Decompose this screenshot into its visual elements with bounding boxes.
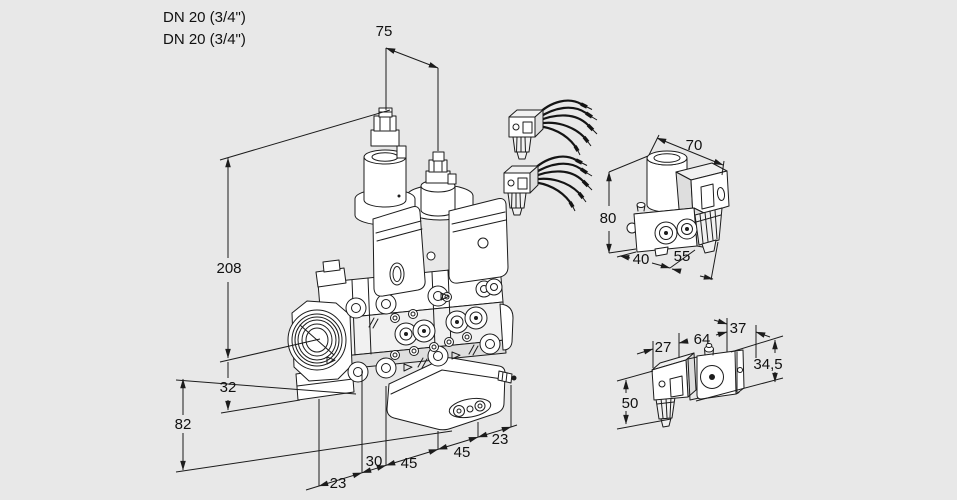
dim-label-50: 50 bbox=[622, 395, 639, 412]
dim-label-34-5: 34,5 bbox=[753, 356, 782, 373]
dim-label-208: 208 bbox=[216, 260, 241, 277]
dim-label-80: 80 bbox=[600, 210, 617, 227]
dim-label-23-left: 23 bbox=[330, 475, 347, 492]
coil-connector-box bbox=[675, 162, 730, 218]
dim-label-23-right: 23 bbox=[492, 431, 509, 448]
port-size-label-2: DN 20 (3/4") bbox=[163, 31, 246, 48]
pressure-regulator-box bbox=[386, 357, 517, 431]
pressure-switch-detail bbox=[616, 318, 784, 430]
switch-cable-gland bbox=[655, 396, 676, 428]
dim-label-27: 27 bbox=[655, 339, 672, 356]
dim-label-37: 37 bbox=[730, 320, 747, 337]
flow-direction-markers bbox=[326, 292, 461, 372]
dim-label-30: 30 bbox=[366, 453, 383, 470]
coil-base-block bbox=[626, 202, 709, 257]
switch-cylinder-body bbox=[696, 343, 745, 400]
pressure-test-ports bbox=[394, 306, 488, 346]
main-valve-illustration bbox=[287, 107, 517, 431]
dim-label-40: 40 bbox=[633, 251, 650, 268]
port-size-label-1: DN 20 (3/4") bbox=[163, 9, 246, 26]
valve-cover-front bbox=[372, 206, 426, 297]
dim-label-75: 75 bbox=[376, 23, 393, 40]
dim-label-64: 64 bbox=[694, 331, 711, 348]
solenoid-coil-detail bbox=[606, 134, 730, 281]
dim-label-55: 55 bbox=[674, 248, 691, 265]
dim-label-45-rear: 45 bbox=[454, 444, 471, 461]
dim-label-32: 32 bbox=[220, 379, 237, 396]
right-side-boss bbox=[499, 303, 514, 351]
actuator-tower-rear bbox=[406, 151, 474, 221]
main-dimensions bbox=[175, 47, 518, 491]
cable-connector-assembly-2 bbox=[502, 154, 594, 217]
body-screws bbox=[390, 251, 472, 360]
actuator-tower-front bbox=[354, 107, 416, 226]
inlet-flange bbox=[287, 259, 353, 382]
dim-label-82: 82 bbox=[175, 416, 192, 433]
coil-cable-gland bbox=[694, 207, 723, 254]
cable-connector-assembly-1 bbox=[507, 98, 599, 161]
dim-label-45-front: 45 bbox=[401, 455, 418, 472]
dim-label-70: 70 bbox=[686, 137, 703, 154]
switch-connector-box bbox=[651, 352, 697, 401]
